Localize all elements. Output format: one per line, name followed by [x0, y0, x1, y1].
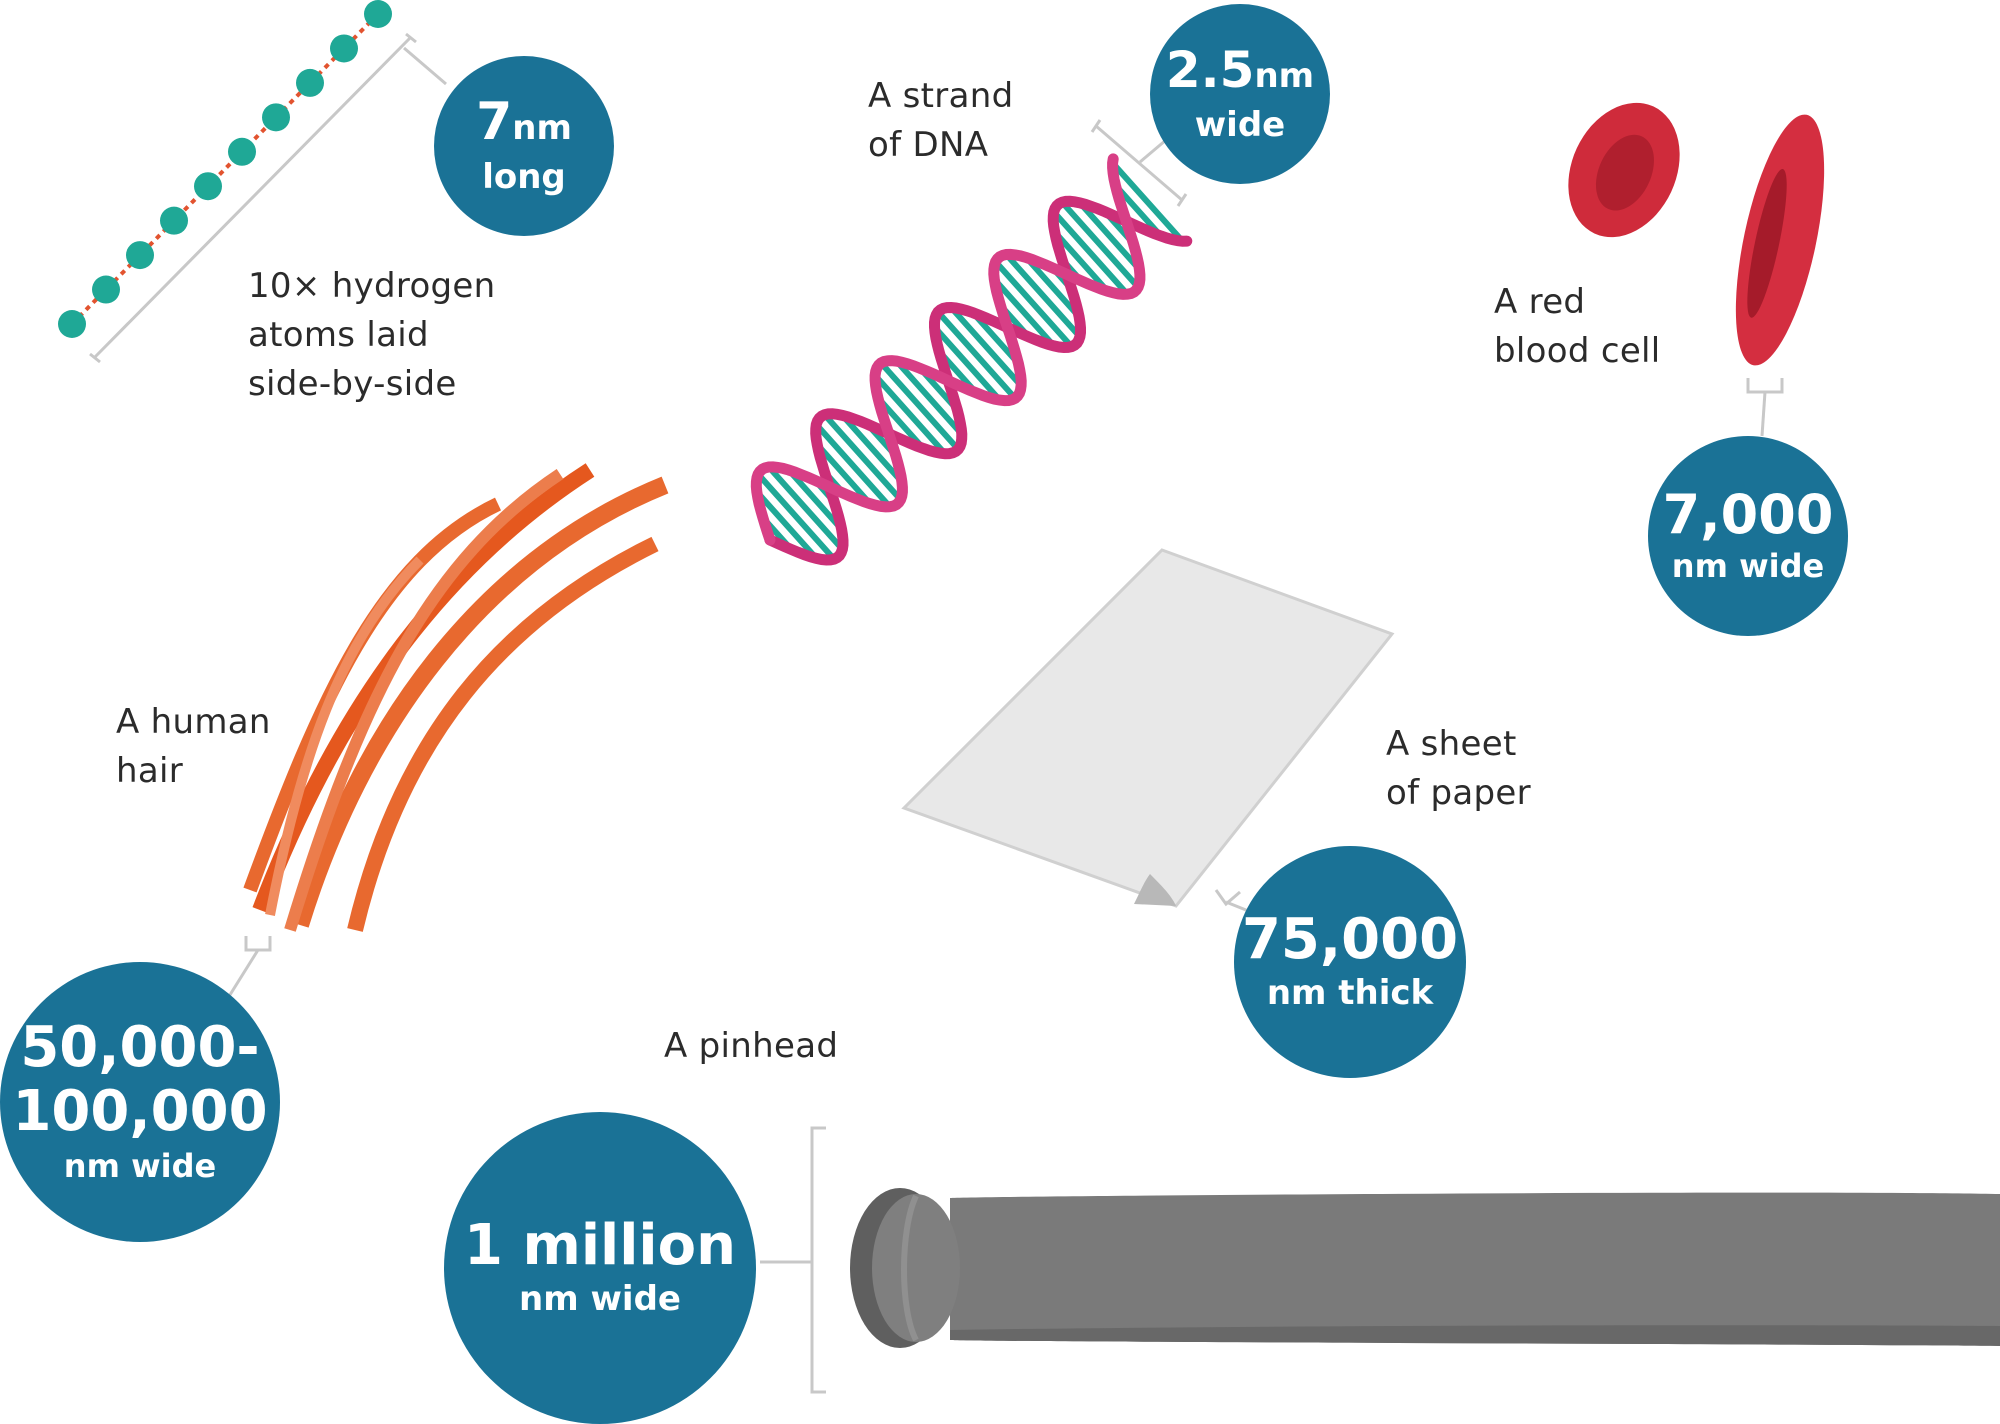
dna-base-pair	[840, 413, 905, 484]
hydrogen-atom	[126, 241, 154, 270]
dna-base-pair	[786, 468, 844, 532]
hydrogen-label-line-1: 10× hydrogen	[248, 266, 496, 306]
hydrogen-atom	[228, 137, 256, 166]
dna-base-pair	[878, 360, 961, 452]
paper-label: A sheet of paper	[1386, 720, 1531, 818]
dna-label-line-2: of DNA	[868, 125, 989, 165]
dna-base-pair	[1110, 160, 1185, 244]
dna-base-pair	[992, 277, 1057, 348]
dna-illustration	[750, 153, 1193, 566]
dna-base-pair	[993, 259, 1074, 349]
dna-base-pair	[872, 373, 948, 456]
blood-cell-label-line-1: A red	[1494, 282, 1586, 322]
pinhead-bracket	[760, 1126, 826, 1394]
dna-base-pair	[766, 464, 845, 552]
blood-cell-descriptor: nm wide	[1671, 547, 1825, 585]
pinhead-label: A pinhead	[664, 1022, 838, 1071]
dna-base-pair	[1004, 252, 1083, 339]
blood-cell-bracket	[1746, 378, 1784, 437]
hair-value-line-2: 100,000	[12, 1079, 268, 1144]
paper-value: 75,000	[1241, 907, 1459, 972]
blood-cell-label-line-2: blood cell	[1494, 331, 1661, 371]
pinhead-size-badge: 1 million nm wide	[444, 1112, 756, 1424]
hydrogen-atoms-illustration	[58, 0, 392, 338]
dna-base-pair	[822, 412, 903, 502]
dna-base-pair	[935, 309, 1018, 401]
pinhead-label-line-1: A pinhead	[664, 1026, 839, 1066]
red-blood-cell-illustration	[1568, 102, 1825, 366]
dna-value: 2.5	[1165, 41, 1255, 99]
hydrogen-label-line-3: side-by-side	[248, 364, 457, 404]
dna-size-badge: 2.5nm wide	[1150, 4, 1330, 184]
hydrogen-bracket	[89, 32, 447, 364]
hydrogen-descriptor: long	[482, 157, 566, 197]
dna-unit: nm	[1254, 56, 1315, 96]
dna-base-pair	[948, 305, 1024, 388]
dna-base-pair	[814, 442, 873, 506]
hydrogen-label: 10× hydrogen atoms laid side-by-side	[248, 262, 496, 409]
blood-cell-value: 7,000	[1662, 483, 1834, 546]
dna-descriptor: wide	[1194, 105, 1286, 145]
hydrogen-atom	[160, 206, 188, 235]
dna-base-pair	[1023, 255, 1082, 319]
dna-base-pair	[932, 325, 1003, 403]
dna-base-pair	[755, 472, 837, 562]
pinhead-descriptor: nm wide	[519, 1279, 681, 1319]
dna-base-pair	[894, 359, 965, 437]
dna-label-line-1: A strand	[868, 76, 1014, 116]
pinhead-illustration	[850, 1188, 2000, 1348]
human-hair-illustration	[243, 463, 669, 932]
paper-descriptor: nm thick	[1266, 973, 1434, 1013]
hydrogen-atom	[92, 275, 120, 304]
paper-label-line-1: A sheet	[1386, 724, 1517, 764]
pinhead-value: 1 million	[464, 1213, 736, 1278]
blood-cell-size-badge: 7,000 nm wide	[1648, 436, 1848, 636]
hydrogen-atom	[296, 68, 324, 97]
hydrogen-atom	[194, 172, 222, 201]
blood-cell-label: A red blood cell	[1494, 278, 1661, 376]
dna-base-pair	[1059, 200, 1141, 290]
hydrogen-bond-line	[70, 12, 380, 326]
paper-label-line-2: of paper	[1386, 773, 1531, 813]
hydrogen-atom	[58, 310, 86, 338]
dna-strand-b	[750, 153, 1146, 546]
hair-label-line-2: hair	[116, 751, 184, 791]
hair-label: A human hair	[116, 698, 271, 796]
dna-base-pairs	[754, 160, 1185, 562]
hydrogen-atom	[262, 103, 290, 132]
hydrogen-value: 7	[476, 92, 513, 152]
paper-sheet-illustration	[901, 548, 1395, 908]
dna-base-pair	[1077, 200, 1142, 272]
hydrogen-size-badge: 7nm long	[434, 56, 614, 236]
dna-base-pair	[814, 422, 893, 509]
dna-bracket	[1090, 119, 1188, 207]
hair-value-line-1: 50,000-	[20, 1015, 260, 1080]
dna-base-pair	[1052, 230, 1110, 294]
dna-strand-a	[764, 195, 1193, 566]
hair-label-line-1: A human	[116, 702, 271, 742]
hydrogen-atom-chain	[58, 0, 392, 338]
dna-base-pair	[754, 489, 819, 561]
dna-label: A strand of DNA	[868, 72, 1013, 170]
hydrogen-atom	[364, 0, 392, 28]
dna-base-pair	[1051, 209, 1130, 297]
hydrogen-atom	[330, 34, 358, 63]
hair-descriptor: nm wide	[63, 1147, 217, 1185]
hydrogen-label-line-2: atoms laid	[248, 315, 429, 355]
hair-bracket	[226, 936, 272, 999]
hydrogen-unit: nm	[512, 108, 572, 148]
hair-size-badge: 50,000- 100,000 nm wide	[0, 962, 280, 1242]
paper-size-badge: 75,000 nm thick	[1234, 846, 1466, 1078]
